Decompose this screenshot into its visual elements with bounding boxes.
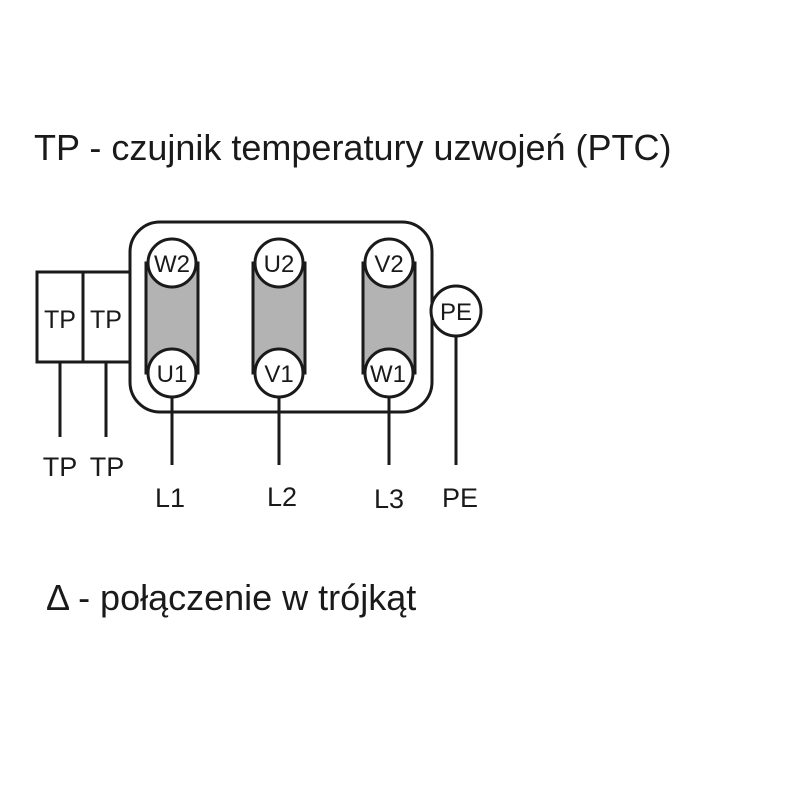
terminal-circle-w2	[146, 237, 198, 289]
earth-terminal-circle	[429, 284, 483, 338]
earth-terminal-label: PE	[440, 299, 472, 326]
terminal-circle-u2	[253, 237, 305, 289]
terminal-label-v2: V2	[374, 251, 403, 278]
terminal-circle-v2	[363, 237, 415, 289]
connection-caption-text: - połączenie w trójkąt	[68, 577, 416, 618]
terminal-label-v1: V1	[264, 361, 293, 388]
thermal-sensor-label-2: TP	[90, 306, 122, 334]
terminal-label-w1: W1	[370, 361, 406, 388]
terminal-circle-w1	[363, 347, 415, 399]
terminal-label-w2: W2	[154, 251, 190, 278]
earth-line-label: PE	[442, 483, 478, 513]
terminal-label-u1: U1	[157, 361, 188, 388]
thermal-sensor-lead-label-2: TP	[90, 452, 125, 482]
terminal-circle-v1	[253, 347, 305, 399]
thermal-sensor-label-1: TP	[44, 306, 76, 334]
supply-line-label-l1: L1	[155, 483, 185, 513]
supply-line-label-l2: L2	[267, 482, 297, 512]
thermal-sensor-lead-label-1: TP	[43, 452, 78, 482]
delta-symbol: Δ	[46, 577, 69, 618]
protective-earth: PE PE	[429, 284, 483, 513]
terminal-label-u2: U2	[264, 251, 295, 278]
winding-column-3: V2 W1 L3	[361, 237, 417, 514]
winding-column-1: W2 U1 L1	[144, 237, 200, 513]
diagram-title: TP - czujnik temperatury uzwojeń (PTC)	[34, 127, 672, 168]
connection-caption: Δ - połączenie w trójkąt	[46, 577, 416, 618]
supply-line-label-l3: L3	[374, 484, 404, 514]
winding-column-2: U2 V1 L2	[251, 237, 307, 512]
terminal-circle-u1	[146, 347, 198, 399]
